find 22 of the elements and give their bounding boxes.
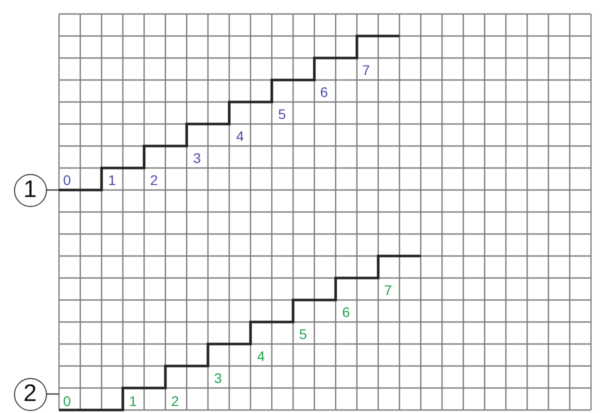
step-number: 1 bbox=[129, 394, 137, 408]
step-number: 1 bbox=[108, 173, 116, 187]
step-number: 2 bbox=[171, 394, 179, 408]
step-number: 0 bbox=[63, 394, 71, 408]
step-number: 5 bbox=[299, 327, 307, 341]
leader-line bbox=[46, 393, 59, 395]
step-number: 3 bbox=[193, 151, 201, 165]
step-number: 5 bbox=[278, 107, 286, 121]
staircase-line bbox=[59, 254, 421, 412]
leader-line bbox=[46, 189, 59, 191]
callout-circle: 1 bbox=[14, 174, 46, 206]
staircase-line bbox=[59, 34, 400, 192]
callout-circle: 2 bbox=[14, 378, 46, 410]
step-number: 6 bbox=[320, 85, 328, 99]
step-number: 4 bbox=[236, 129, 244, 143]
step-number: 6 bbox=[342, 305, 350, 319]
step-number: 2 bbox=[150, 173, 158, 187]
step-number: 4 bbox=[257, 349, 265, 363]
step-number: 0 bbox=[63, 173, 71, 187]
step-number: 7 bbox=[362, 63, 370, 77]
step-number: 3 bbox=[214, 371, 222, 385]
step-number: 7 bbox=[384, 283, 392, 297]
